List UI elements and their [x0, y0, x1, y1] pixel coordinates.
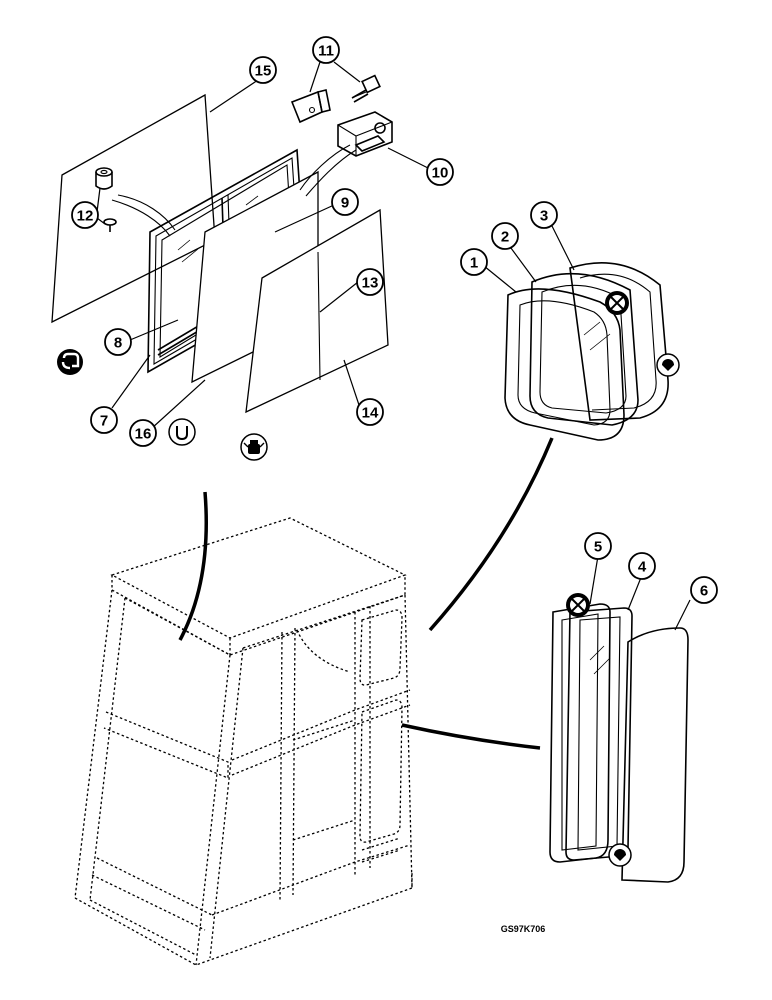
- svg-text:1: 1: [470, 255, 478, 272]
- fixed-window-assembly: [428, 262, 680, 632]
- svg-text:16: 16: [135, 426, 152, 443]
- callout-15: 15: [249, 56, 277, 84]
- callout-16: 16: [129, 419, 157, 447]
- svg-text:14: 14: [362, 405, 379, 422]
- svg-text:13: 13: [362, 275, 379, 292]
- sliding-window-assembly: [51, 93, 389, 414]
- latch-block: [337, 111, 393, 157]
- callout-5: 5: [584, 532, 612, 560]
- callout-14: 14: [356, 398, 384, 426]
- svg-text:6: 6: [700, 583, 708, 600]
- svg-text:7: 7: [100, 413, 108, 430]
- callout-1: 1: [460, 248, 488, 276]
- rubber-bond-icon: [608, 843, 632, 867]
- callout-10: 10: [426, 158, 454, 186]
- callout-2: 2: [491, 222, 519, 250]
- callout-8: 8: [104, 328, 132, 356]
- callout-9: 9: [331, 188, 359, 216]
- svg-text:8: 8: [114, 335, 122, 352]
- callout-3: 3: [530, 201, 558, 229]
- drawing-code: GS97K706: [501, 924, 546, 934]
- callout-6: 6: [690, 576, 718, 604]
- sealant-sheet-14: [245, 208, 389, 414]
- callout-7: 7: [90, 406, 118, 434]
- svg-text:15: 15: [255, 63, 272, 80]
- svg-text:11: 11: [318, 43, 334, 60]
- callouts: 15 11 10 9 12 8 13 7: [71, 36, 718, 604]
- rubber-bond-icon: [656, 353, 680, 377]
- u-clip-icon: [168, 418, 196, 446]
- sealant-tube-icon: [57, 349, 83, 375]
- callout-12: 12: [71, 201, 99, 229]
- bracket-and-bolt: [290, 74, 381, 124]
- callout-11: 11: [312, 36, 340, 64]
- spacer-and-screw: [95, 167, 117, 232]
- adhesive-jar-icon: [240, 433, 268, 461]
- svg-text:2: 2: [501, 229, 509, 246]
- svg-text:3: 3: [540, 208, 548, 225]
- svg-text:12: 12: [77, 208, 94, 225]
- cab-frame-outline: [74, 491, 413, 966]
- svg-text:5: 5: [594, 539, 602, 556]
- side-window-assembly: [401, 593, 689, 883]
- svg-text:10: 10: [432, 165, 449, 182]
- rubber-bond-icon: [605, 291, 629, 315]
- svg-text:4: 4: [638, 559, 647, 576]
- svg-text:9: 9: [341, 195, 349, 212]
- callout-13: 13: [356, 268, 384, 296]
- leader-lines: [96, 61, 691, 631]
- rubber-bond-icon: [566, 593, 590, 617]
- callout-4: 4: [628, 552, 656, 580]
